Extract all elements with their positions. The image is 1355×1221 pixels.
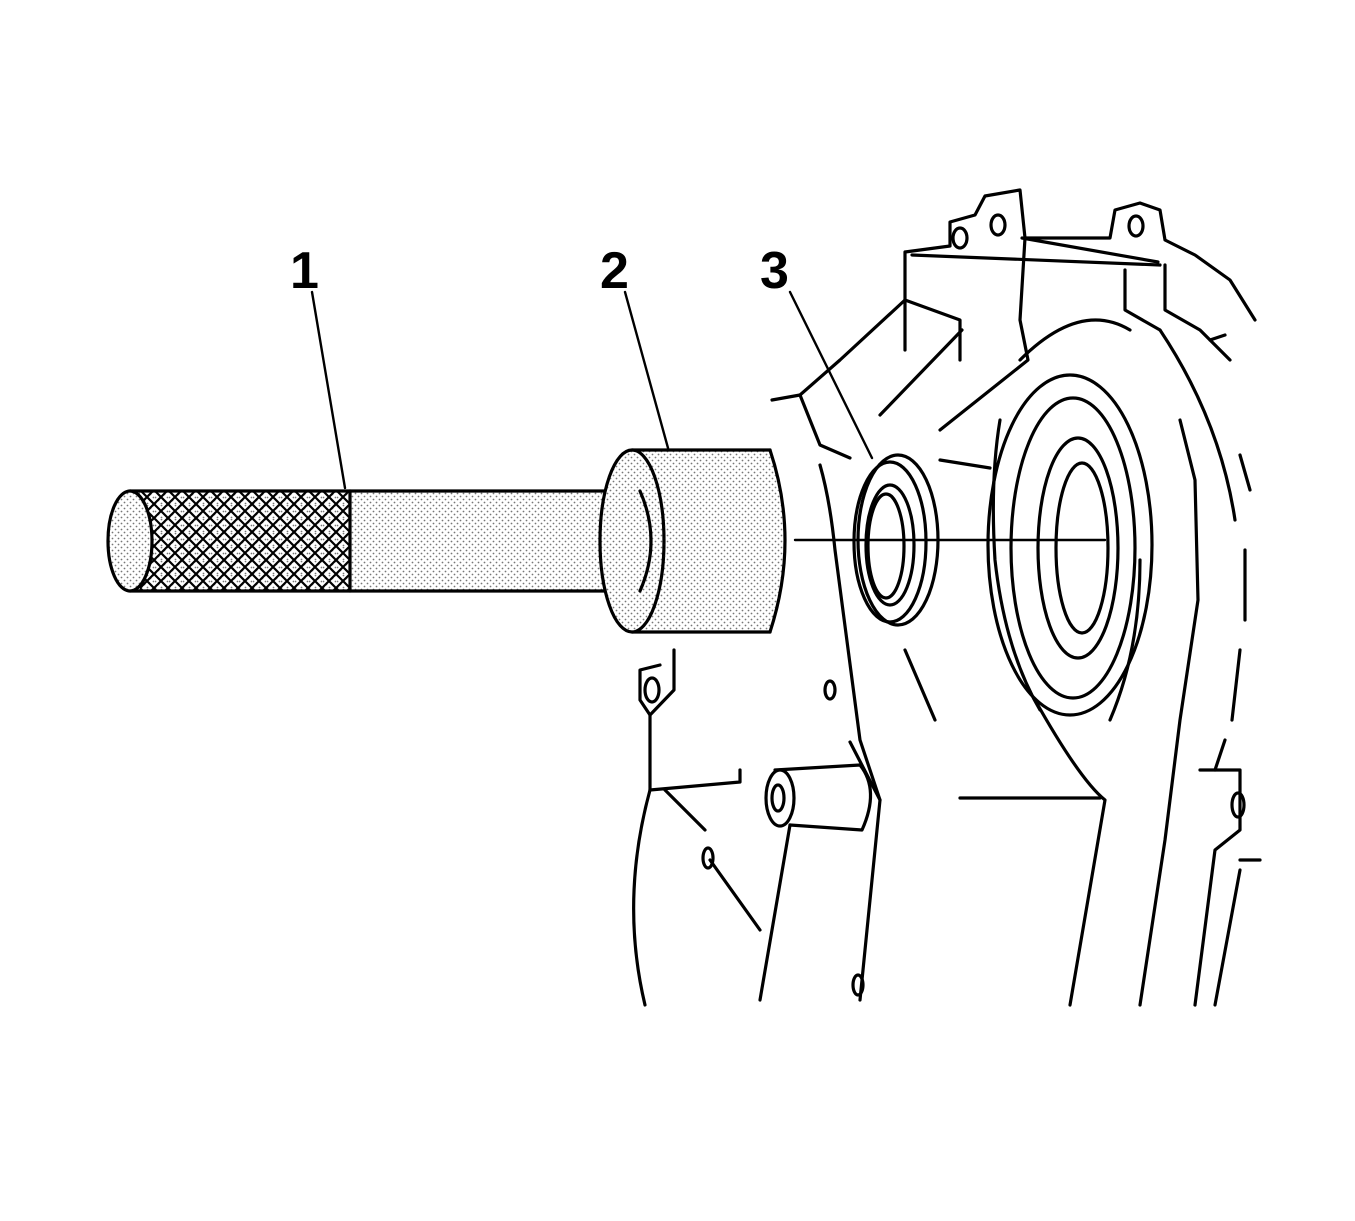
callout-2: 2	[600, 242, 670, 450]
callout-1-label: 1	[290, 242, 319, 300]
handle-icon	[106, 489, 652, 593]
callout-3-label: 3	[760, 242, 789, 300]
seal-installer-icon	[598, 448, 787, 634]
engine-front-cover-icon	[632, 188, 1262, 1007]
callout-2-label: 2	[600, 242, 629, 300]
callout-1: 1	[290, 242, 347, 490]
callout-3: 3	[760, 242, 874, 460]
oil-seal-icon	[852, 453, 940, 627]
